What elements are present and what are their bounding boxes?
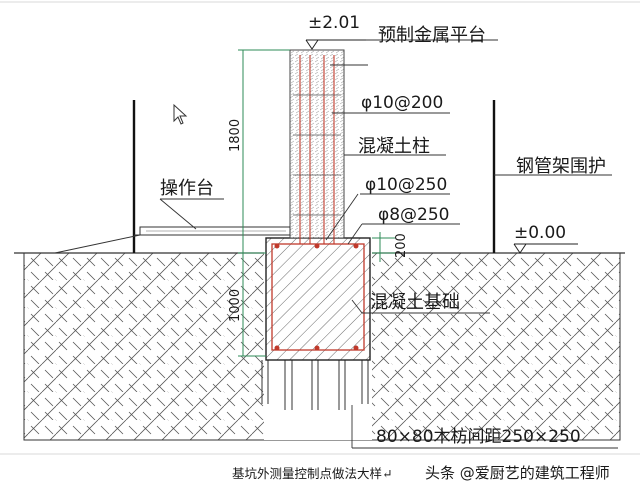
height-1800-label: 1800: [228, 119, 243, 152]
cursor-arrow-icon: [173, 103, 188, 125]
dim-200-label: 200: [394, 233, 409, 258]
foundation-rebar-1-label: φ10@250: [365, 175, 447, 195]
concrete-foundation: [265, 237, 371, 361]
column-rebar-label: φ10@200: [361, 93, 443, 113]
piles-label: 80×80木枋间距250×250: [376, 427, 581, 447]
watermark: 头条 @爱厨艺的建筑工程师: [425, 464, 610, 482]
foundation-rebar-2-label: φ8@250: [378, 205, 449, 225]
operation-deck-label: 操作台: [160, 178, 214, 199]
platform-level-label: ±2.01: [308, 13, 360, 33]
height-1000-label: 1000: [228, 289, 243, 322]
ground-level-label: ±0.00: [514, 223, 566, 243]
column-label: 混凝土柱: [358, 136, 430, 157]
foundation-label: 混凝土基础: [370, 292, 460, 313]
ground-level-marker: [513, 243, 578, 254]
drawing-caption: 基坑外测量控制点做法大样↵: [232, 466, 393, 481]
timber-piles: [261, 360, 369, 410]
platform-level-marker: [305, 39, 366, 50]
return-mark-icon: ↵: [382, 466, 393, 481]
scaffold-label: 钢管架围护: [516, 156, 606, 177]
concrete-column: [289, 49, 345, 239]
platform-label: 预制金属平台: [378, 25, 486, 46]
